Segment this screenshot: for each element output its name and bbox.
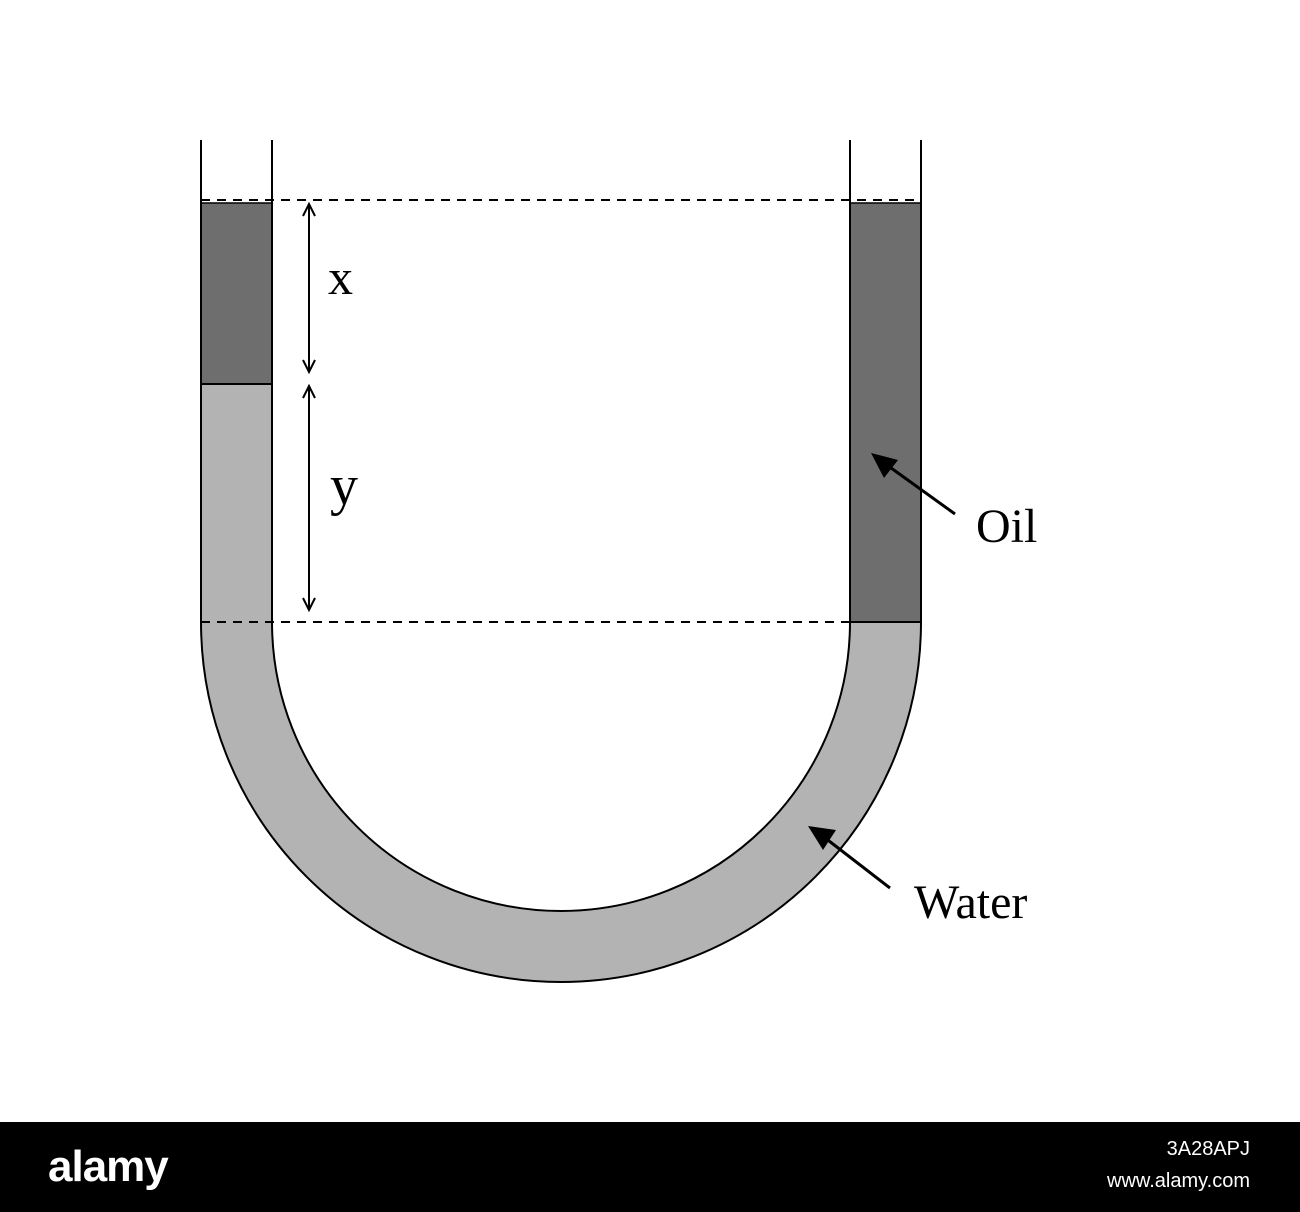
dimension-arrow-x <box>302 201 316 375</box>
oil-column-right <box>850 203 921 622</box>
label-x: x <box>328 249 353 305</box>
tube-outer-wall <box>200 140 922 983</box>
watermark-footer-bar: alamy 3A28APJ www.alamy.com <box>0 1122 1300 1212</box>
watermark-logo: alamy <box>48 1142 169 1191</box>
tube-inner-wall <box>271 140 851 912</box>
label-oil: Oil <box>976 500 1037 553</box>
u-tube-diagram: x y Oil Water <box>200 140 1038 983</box>
label-water: Water <box>914 876 1027 929</box>
dimension-arrow-y <box>302 383 316 613</box>
oil-pointer-arrow <box>871 453 956 516</box>
water-pointer-arrow <box>808 826 891 890</box>
watermark-image-id: 3A28APJ <box>1166 1138 1250 1160</box>
oil-column-left <box>201 203 272 384</box>
watermark-url: www.alamy.com <box>1107 1170 1250 1192</box>
label-y: y <box>330 455 358 517</box>
